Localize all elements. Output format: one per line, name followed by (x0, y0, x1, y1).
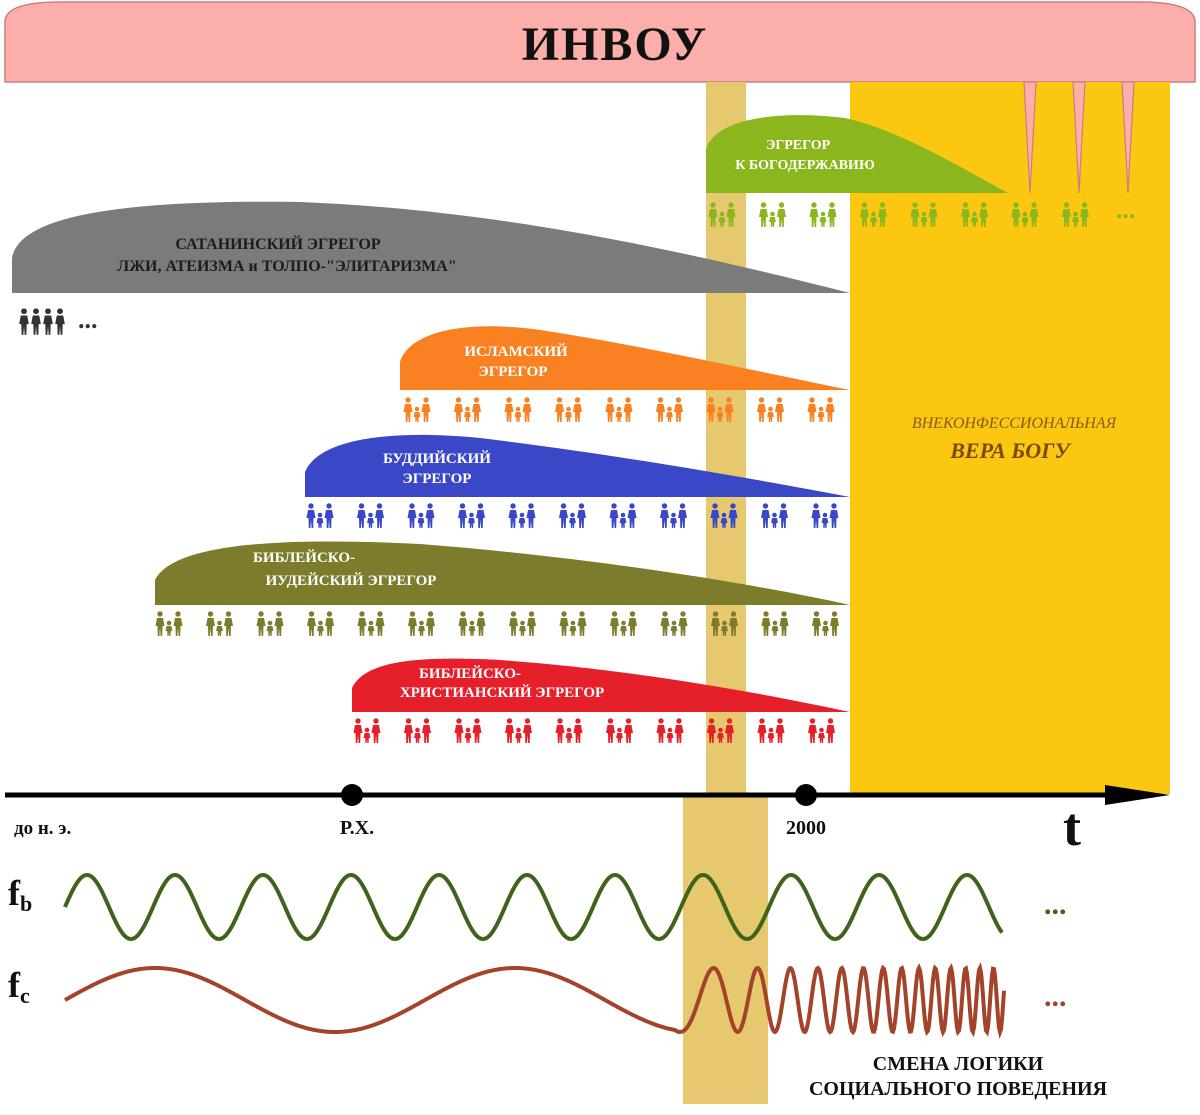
family-icon (408, 503, 435, 528)
family-icon (206, 611, 233, 636)
egregor-buddhist-label2: ЭГРЕГОР (403, 471, 472, 487)
family-icon (761, 503, 788, 528)
wave-fb-label: fb (8, 873, 32, 916)
axis-point-2000 (795, 784, 817, 806)
family-icon (759, 202, 786, 227)
family-icon (757, 397, 784, 422)
title-bar (4, 1, 1196, 83)
people-ellipsis-bogoderzhavie: ... (1116, 195, 1136, 224)
egregor-christian-label2: ХРИСТИАНСКИЙ ЭГРЕГОР (400, 684, 604, 701)
family-icon (660, 503, 687, 528)
family-icon (354, 718, 381, 743)
family-icon (762, 611, 789, 636)
family-icon (812, 503, 839, 528)
family-icon (606, 718, 633, 743)
wave-fc (64, 962, 1006, 1040)
title-drips (1023, 81, 1135, 194)
family-icon (656, 397, 683, 422)
egregor-judaic-shape (155, 541, 850, 605)
egregor-bogoderzhavie-label2: К БОГОДЕРЖАВИЮ (735, 158, 875, 173)
family-icon (808, 397, 835, 422)
egregor-judaic-label2: ИУДЕЙСКИЙ ЭГРЕГОР (266, 572, 437, 589)
family-icon (404, 718, 431, 743)
family-icon (357, 503, 384, 528)
axis-label-2000: 2000 (786, 817, 826, 839)
faith-line2: ВЕРА БОГУ (949, 438, 1072, 463)
axis-point-rx (341, 784, 363, 806)
family-icon (610, 503, 637, 528)
family-icon (454, 397, 481, 422)
egregor-christian-label1: БИБЛЕЙСКО- (419, 665, 521, 682)
family-icon (458, 503, 485, 528)
family-icon (509, 611, 536, 636)
family-icon (505, 718, 532, 743)
egregor-bogoderzhavie-label1: ЭГРЕГОР (766, 138, 831, 153)
family-icon (459, 611, 486, 636)
family-icon (606, 397, 633, 422)
egregor-buddhist-label1: БУДДИЙСКИЙ (383, 450, 491, 467)
family-icon (560, 611, 587, 636)
family-icon (812, 611, 839, 636)
people-row-satanic (19, 308, 65, 335)
egregor-islamic-shape (400, 326, 850, 390)
wave-fc-label: fc (8, 965, 30, 1008)
wave-fb (63, 872, 1004, 942)
egregor-islamic-label1: ИСЛАМСКИЙ (464, 343, 568, 360)
family-icon (610, 611, 637, 636)
person-icon (55, 308, 65, 335)
family-icon (556, 718, 583, 743)
family-icon (661, 611, 688, 636)
person-icon (31, 308, 41, 335)
family-icon (156, 611, 183, 636)
egregor-bogoderzhavie-shape (706, 115, 1008, 193)
egregor-satanic-label1: САТАНИНСКИЙ ЭГРЕГОР (175, 234, 380, 253)
axis-label-rx: Р.Х. (340, 817, 374, 839)
wave-fc-ellipsis: ... (1044, 980, 1067, 1013)
transition-band-bottom (683, 794, 768, 1104)
family-icon (810, 202, 837, 227)
time-axis-arrow (1105, 785, 1170, 805)
logic-change-line2: СОЦИАЛЬНОГО ПОВЕДЕНИЯ (809, 1078, 1108, 1100)
egregor-christian-shape (352, 658, 850, 712)
family-icon (505, 397, 532, 422)
faith-zone (850, 82, 1170, 794)
family-icon (758, 718, 785, 743)
wave-fb-ellipsis: ... (1044, 888, 1067, 921)
logic-change-line1: СМЕНА ЛОГИКИ (873, 1053, 1044, 1075)
family-icon (559, 503, 586, 528)
faith-line1: ВНЕКОНФЕССИОНАЛЬНАЯ (912, 415, 1118, 432)
person-icon (43, 308, 53, 335)
people-row-buddhist (307, 503, 839, 528)
people-ellipsis-satanic: ... (78, 305, 98, 334)
axis-label-t: t (1063, 797, 1081, 857)
family-icon (358, 611, 385, 636)
family-icon (509, 503, 536, 528)
family-icon (257, 611, 284, 636)
transition-band-top (706, 82, 746, 794)
egregor-islamic-label2: ЭГРЕГОР (479, 364, 548, 380)
family-icon (808, 718, 835, 743)
family-icon (657, 718, 684, 743)
family-icon (307, 611, 334, 636)
egregor-buddhist-shape (305, 434, 850, 497)
family-icon (404, 397, 431, 422)
family-icon (555, 397, 582, 422)
person-icon (19, 308, 29, 335)
title-text: ИНВОУ (522, 18, 709, 71)
family-icon (408, 611, 435, 636)
people-row-islamic (404, 397, 835, 422)
family-icon (307, 503, 334, 528)
axis-label-bc: до н. э. (14, 818, 71, 839)
egregor-satanic-label2: ЛЖИ, АТЕИЗМА и ТОЛПО-"ЭЛИТАРИЗМА" (117, 258, 456, 275)
family-icon (455, 718, 482, 743)
egregor-satanic-shape (12, 201, 850, 293)
egregor-judaic-label1: БИБЛЕЙСКО- (253, 549, 355, 566)
people-row-christian (354, 718, 836, 743)
